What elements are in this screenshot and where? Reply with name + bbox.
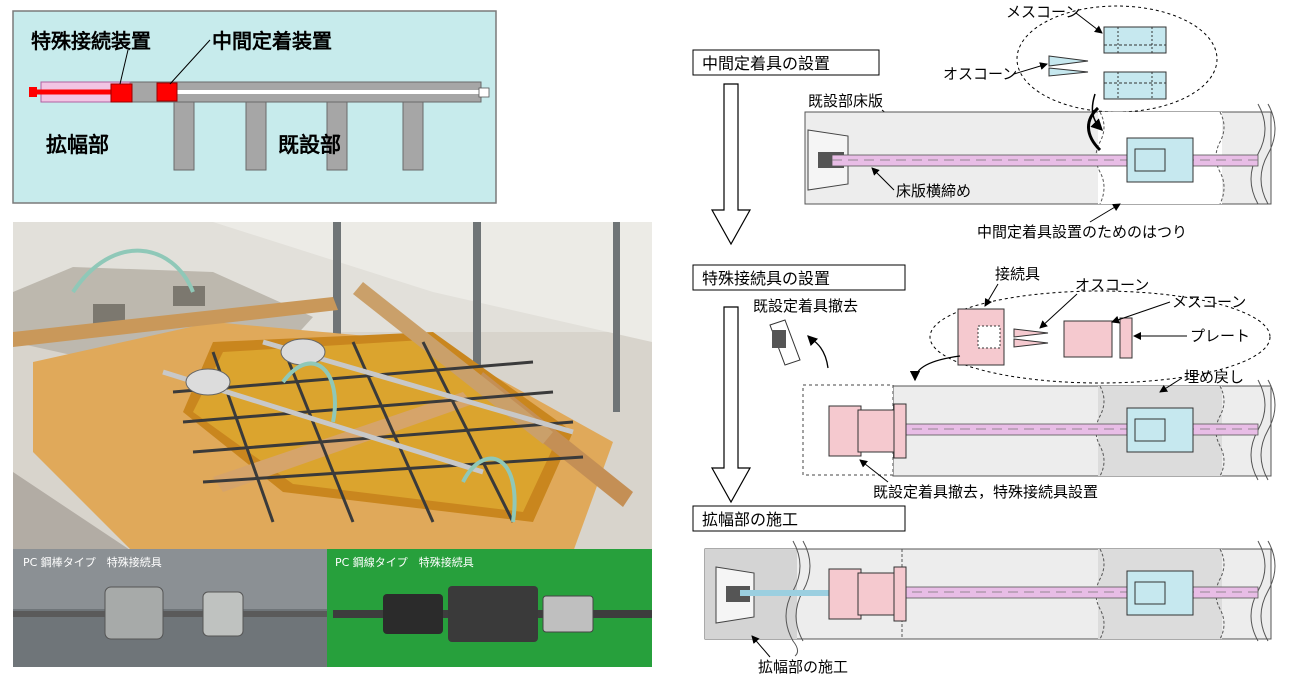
- label-widened-part: 拡幅部: [46, 133, 109, 157]
- girder: [245, 101, 267, 171]
- tendon-end: [29, 87, 37, 97]
- label-special-device: 特殊接続装置: [31, 29, 151, 53]
- leader-line: [119, 49, 129, 85]
- female-cone-detail: [1103, 26, 1167, 54]
- test-specimen-photo: PC 鋼棒タイプ 特殊接続具 PC 鋼線タイプ 特殊接続具: [13, 222, 652, 667]
- intermediate-anchor-2: [1126, 407, 1194, 453]
- male-cone-detail: [1048, 67, 1089, 77]
- step1-title-box: [692, 49, 880, 76]
- girder: [173, 101, 195, 171]
- process-arrow-icon: [710, 83, 752, 246]
- step2-title: 特殊接続具の設置: [702, 269, 830, 288]
- leader-line: [169, 39, 211, 85]
- connector-detail: [957, 308, 1005, 366]
- female-cone-2: [1063, 320, 1113, 358]
- label-step3-note: 拡幅部の施工: [758, 658, 848, 676]
- label-female-cone-1: メスコーン: [1006, 3, 1080, 21]
- step1-tendon: [831, 154, 1259, 167]
- label-removal: 既設定着具撤去: [753, 297, 858, 315]
- special-connector-3: [828, 566, 907, 622]
- label-male-cone-1: オスコーン: [943, 65, 1017, 83]
- label-plate: プレート: [1190, 327, 1250, 345]
- photo-drawing: PC 鋼棒タイプ 特殊接続具 PC 鋼線タイプ 特殊接続具: [13, 222, 652, 667]
- tendon-end: [478, 87, 490, 98]
- male-cone-2: [1013, 338, 1049, 348]
- step3-title: 拡幅部の施工: [702, 510, 798, 529]
- label-male-cone-2: オスコーン: [1075, 276, 1149, 294]
- intermediate-anchor-block: [156, 82, 178, 102]
- caption-bar-type: PC 鋼棒タイプ 特殊接続具: [23, 555, 162, 569]
- plate-2: [1119, 317, 1133, 359]
- male-cone-detail: [1048, 55, 1089, 67]
- caption-strand-type: PC 鋼線タイプ 特殊接続具: [335, 555, 474, 569]
- special-connector-2: [828, 403, 907, 459]
- male-cone-2: [1013, 328, 1049, 338]
- girder: [402, 101, 424, 171]
- intermediate-anchor-3: [1126, 570, 1194, 616]
- label-existing-part: 既設部: [278, 133, 341, 157]
- label-step2-note: 既設定着具撤去，特殊接続具設置: [873, 483, 1098, 501]
- step2-tendon: [847, 423, 1259, 436]
- label-existing-slab: 既設部床版: [808, 92, 883, 110]
- girder: [326, 101, 348, 171]
- intermediate-anchor-1: [1126, 137, 1194, 183]
- step2-detail-ellipse: [929, 290, 1271, 384]
- label-intermediate-device: 中間定着装置: [212, 29, 332, 53]
- special-connector-block: [110, 83, 133, 103]
- label-connector: 接続具: [995, 265, 1040, 283]
- label-chipping: 中間定着具設置のためのはつり: [977, 223, 1187, 241]
- label-slab-tendon: 床版横締め: [896, 182, 971, 200]
- step2-title-box: [692, 264, 906, 291]
- label-female-cone-2: メスコーン: [1172, 293, 1246, 311]
- step3-title-box: [692, 505, 906, 532]
- process-arrow-icon: [710, 306, 752, 504]
- female-cone-detail: [1103, 71, 1167, 100]
- label-backfill: 埋め戻し: [1184, 368, 1244, 386]
- step3-tendon: [847, 586, 1259, 599]
- step1-title: 中間定着具の設置: [702, 54, 830, 73]
- removed-anchorage-icon: [769, 319, 801, 366]
